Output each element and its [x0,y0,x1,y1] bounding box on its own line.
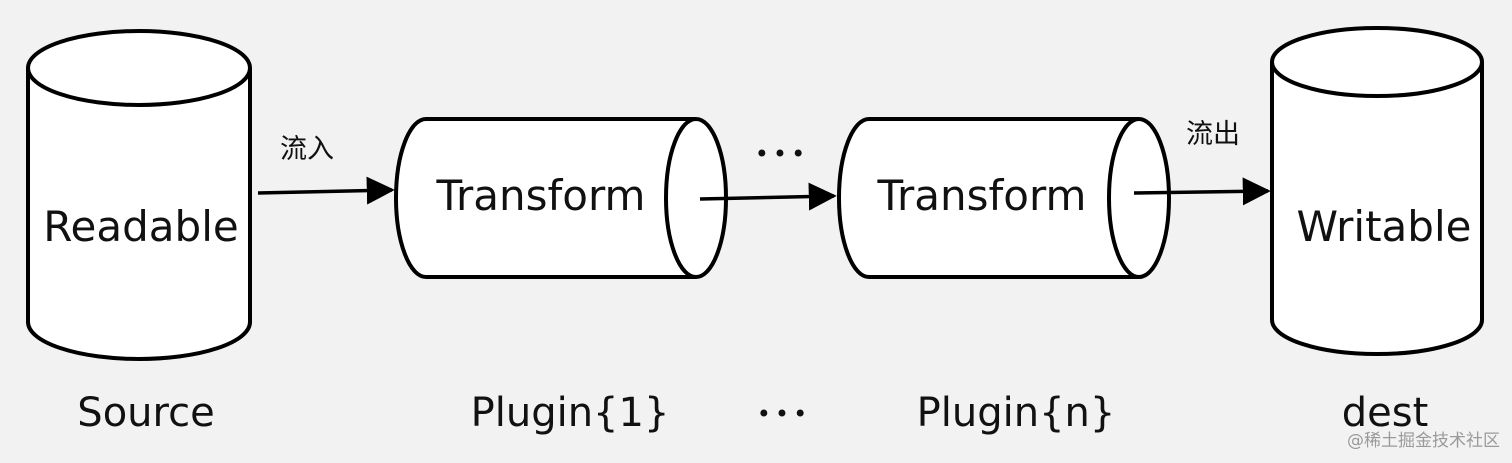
transform-1-cylinder: Transform [394,117,728,279]
outflow-label: 流出 [1186,119,1240,150]
readable-cylinder: Readable [26,29,252,361]
transform-n-cylinder: Transform [837,117,1171,279]
dest-label: dest [1341,390,1429,436]
readable-label: Readable [43,202,238,251]
arrow-transform-n-to-writable [1133,177,1271,206]
writable-label: Writable [1297,202,1472,251]
transform-1-label: Transform [436,171,646,220]
writable-cylinder: Writable [1270,26,1484,356]
inflow-label: 流入 [280,134,334,165]
watermark: @稀土掘金技术社区 [1347,431,1500,451]
plugin-1-label: Plugin{1} [470,390,670,436]
arrow-transform-1-to-transform-n [699,182,837,211]
ellipsis-top: ••• [755,140,809,168]
ellipsis-bottom: ••• [756,400,812,428]
transform-n-label: Transform [877,171,1087,220]
arrow-readable-to-transform-1 [257,176,395,205]
plugin-n-label: Plugin{n} [916,390,1116,436]
source-label: Source [77,390,215,436]
